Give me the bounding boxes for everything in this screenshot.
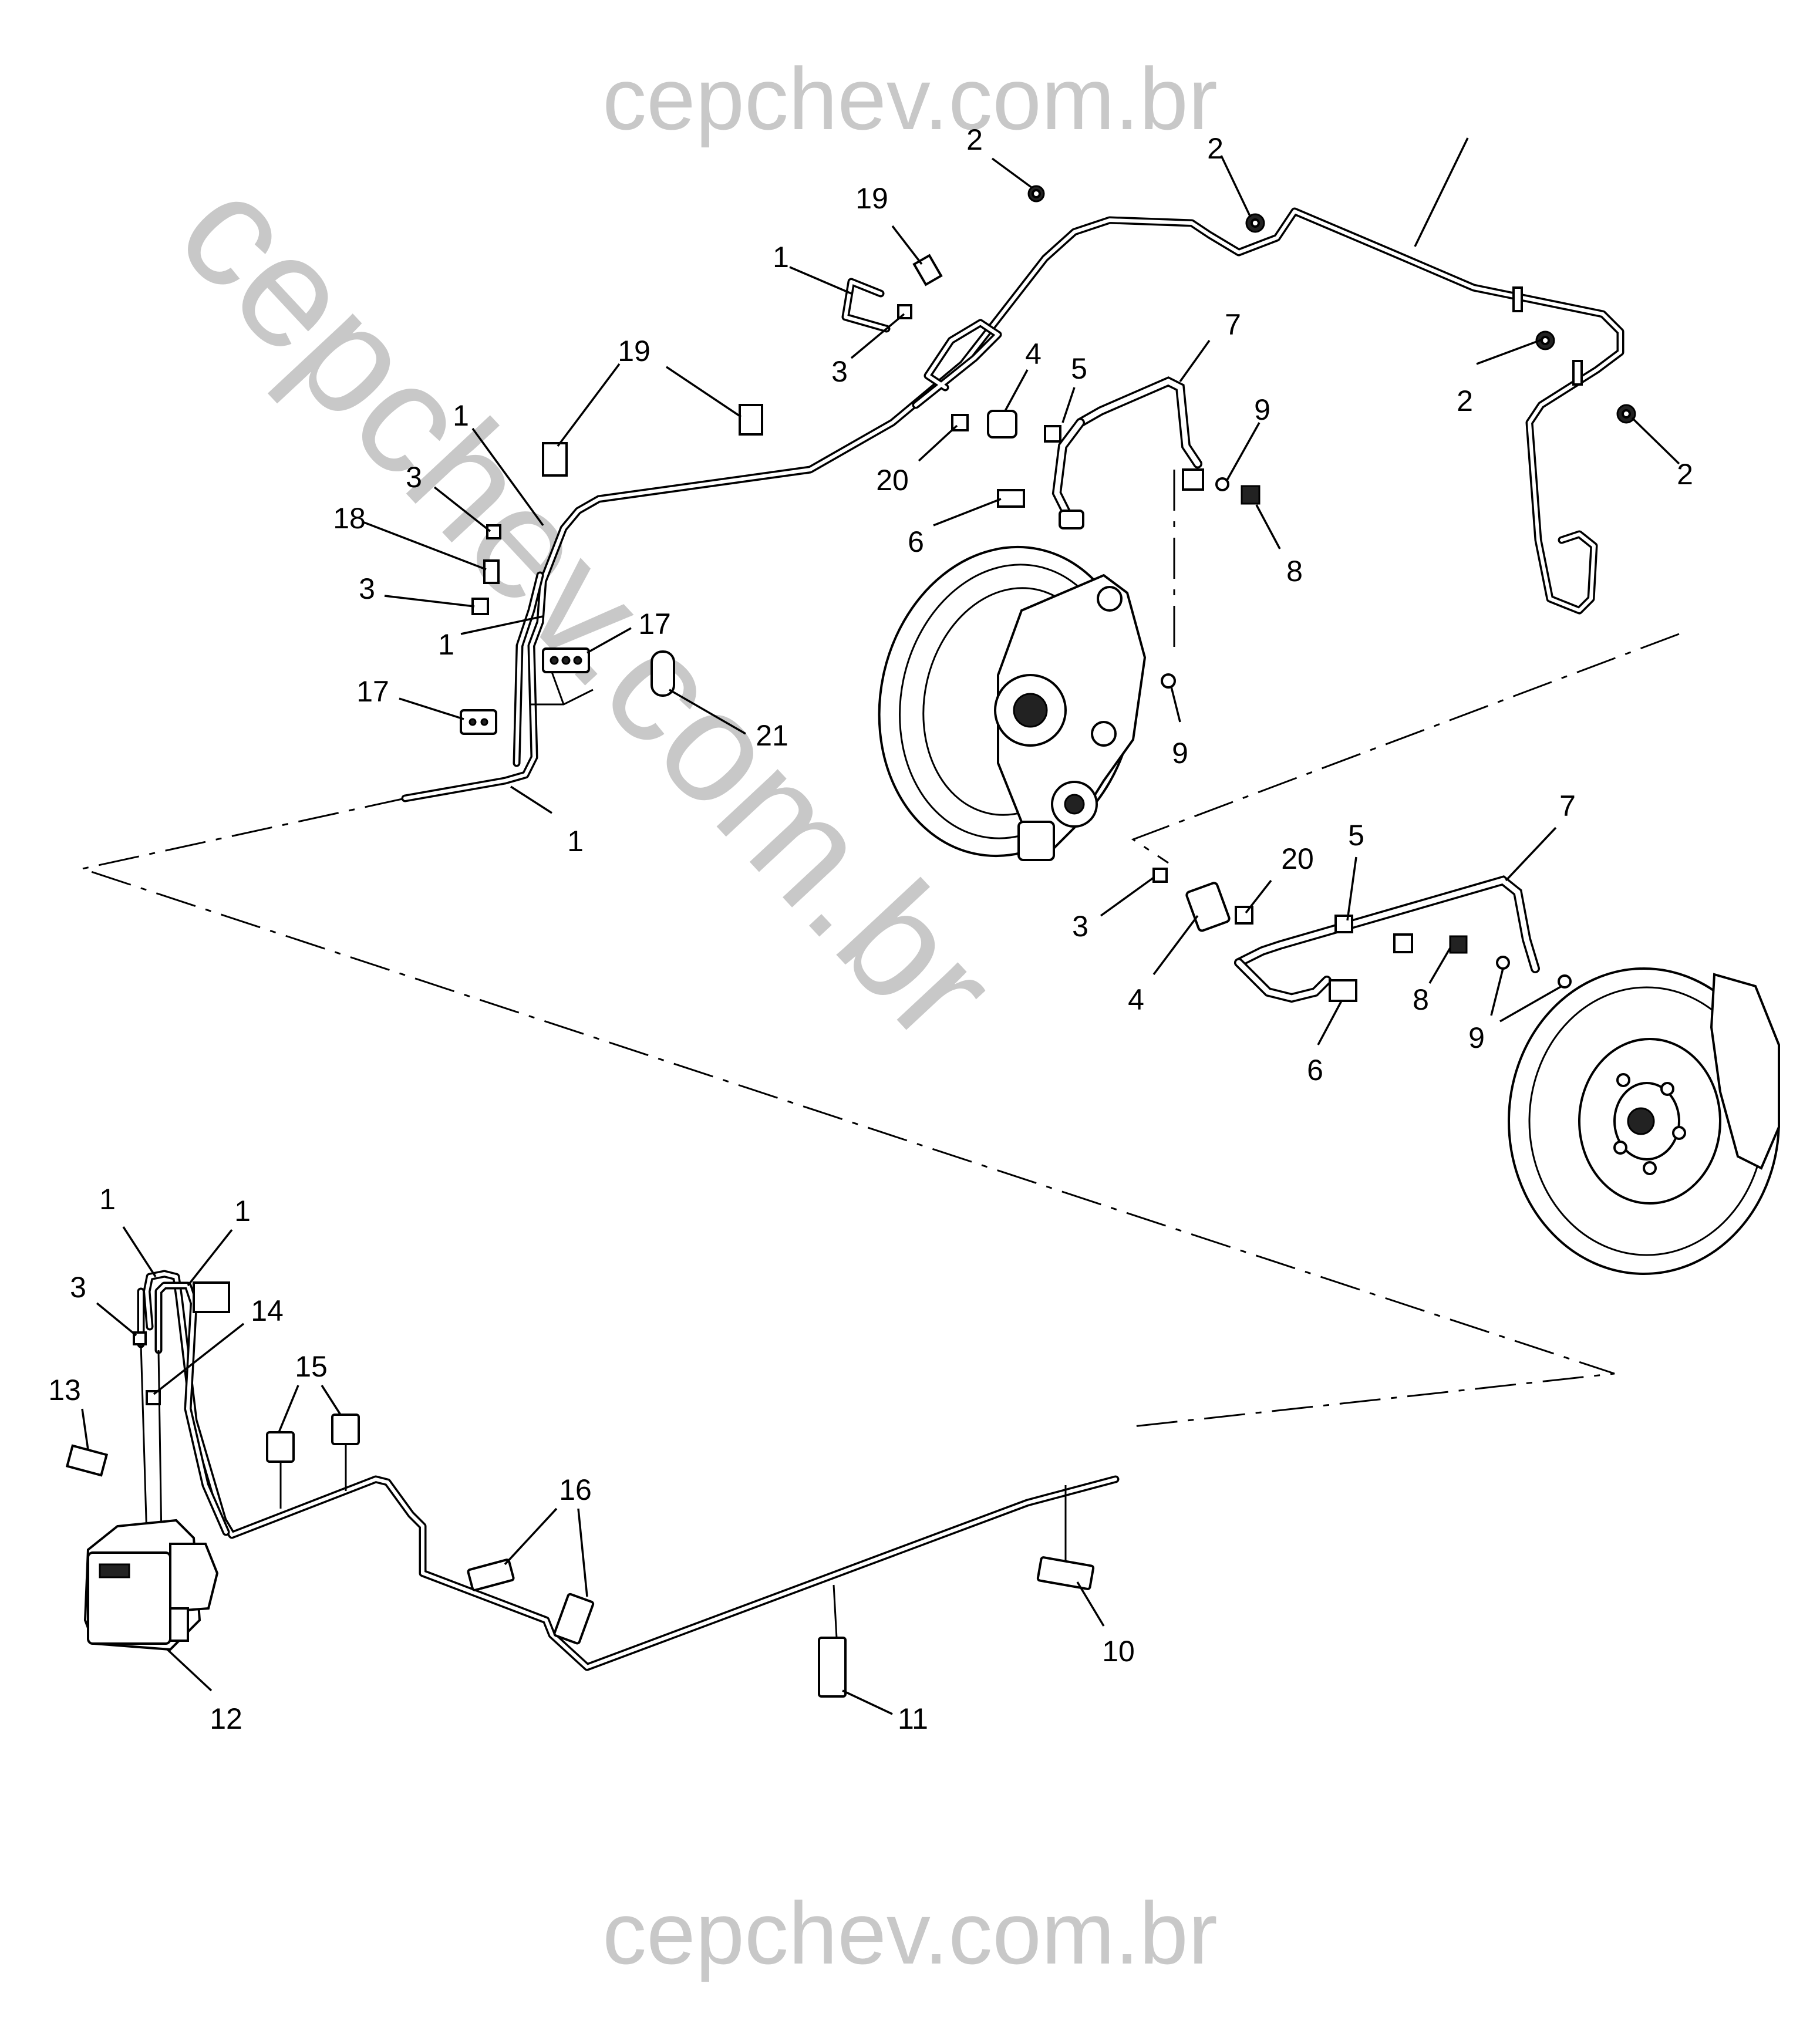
callout-8: 8: [1413, 983, 1429, 1016]
callout-9: 9: [1172, 737, 1188, 770]
callout-20: 20: [876, 464, 909, 497]
bolt-8-rear: [1241, 485, 1260, 505]
clip-21: [651, 650, 675, 697]
callout-14: 14: [251, 1294, 284, 1327]
callout-7: 7: [1559, 790, 1576, 822]
clip-6-front: [1329, 979, 1357, 1002]
callout-2: 2: [966, 123, 983, 156]
lower-brake-pipe: [137, 1270, 1120, 1671]
callout-10: 10: [1102, 1635, 1135, 1668]
watermark-diagonal: cepchev.com.br: [145, 143, 1030, 1074]
watermark-bottom: cepchev.com.br: [602, 1884, 1218, 1982]
tube-nut-front: [1152, 868, 1168, 883]
tube-nut-3-bottom: [133, 1331, 147, 1345]
callout-3: 3: [406, 461, 422, 494]
bracket-4-rear: [987, 410, 1017, 438]
retainer-11: [818, 1637, 847, 1698]
clip-6-rear: [997, 489, 1025, 508]
retainer-16-right: [553, 1593, 595, 1645]
callout-19: 19: [855, 182, 888, 215]
upper-brake-pipe: [401, 207, 1624, 802]
callout-20: 20: [1281, 842, 1314, 875]
retainer-15-left: [266, 1431, 295, 1463]
callout-12: 12: [210, 1702, 242, 1735]
callout-5: 5: [1071, 352, 1087, 385]
pipe-clip-19-center: [739, 404, 763, 436]
bolt-20-front: [1235, 906, 1253, 925]
callout-1: 1: [99, 1183, 116, 1216]
bracket-rear: [1182, 468, 1204, 491]
callout-13: 13: [48, 1374, 81, 1406]
callout-4: 4: [1025, 338, 1042, 370]
callout-5: 5: [1348, 819, 1364, 852]
callout-6: 6: [1307, 1054, 1323, 1087]
rear-rotor-knuckle: [878, 545, 1147, 861]
retainer-17-lower: [460, 709, 497, 735]
front-rotor: [1508, 967, 1780, 1275]
callout-17: 17: [638, 608, 671, 640]
callout-4: 4: [1128, 983, 1144, 1016]
lower-parts: [65, 1331, 1095, 1698]
callout-16: 16: [559, 1473, 592, 1506]
callout-7: 7: [1225, 308, 1241, 341]
fitting-14: [146, 1390, 161, 1405]
bracket-13: [65, 1444, 109, 1477]
callout-3: 3: [1072, 910, 1088, 943]
abs-module-12: [83, 1519, 219, 1651]
watermark-top: cepchev.com.br: [602, 49, 1218, 148]
rear-hose-assembly: [951, 376, 1260, 689]
front-hose-assembly: [1152, 868, 1572, 1003]
bracket-front: [1393, 933, 1413, 953]
location-dash-lines: [79, 470, 1680, 1428]
callout-11: 11: [898, 1702, 928, 1735]
pipe-clip-19-left: [542, 442, 568, 477]
bracket-4-front: [1185, 882, 1231, 932]
callout-2: 2: [1207, 132, 1224, 165]
tube-nut-upper: [486, 524, 501, 539]
callout-1: 1: [438, 628, 454, 661]
callout-1: 1: [567, 825, 584, 858]
callout-3: 3: [831, 355, 848, 388]
callout-1: 1: [773, 241, 789, 274]
bolt-5-front: [1334, 915, 1353, 933]
adapter-18: [483, 559, 500, 584]
retainer-16-left: [467, 1559, 515, 1591]
callout-2: 2: [1677, 458, 1693, 491]
callout-numbers: 1 3 18 3 1 17 17 21 1 19 19 1 3 2 4 5 20…: [48, 123, 1693, 1735]
callout-3: 3: [70, 1271, 86, 1304]
retainer-10: [1036, 1556, 1095, 1590]
callout-21: 21: [756, 719, 788, 752]
callout-8: 8: [1286, 555, 1303, 588]
callout-17: 17: [356, 675, 389, 708]
callout-2: 2: [1457, 384, 1473, 417]
callout-1: 1: [453, 399, 469, 432]
callout-19: 19: [618, 335, 651, 367]
callout-15: 15: [295, 1350, 328, 1383]
bolt-5-rear: [1044, 425, 1061, 443]
tube-nut-lower: [471, 598, 489, 615]
leader-lines: [81, 137, 1680, 1715]
callout-9: 9: [1254, 393, 1270, 426]
callout-18: 18: [333, 502, 366, 535]
callout-3: 3: [359, 572, 375, 605]
bolt-8-front: [1449, 935, 1468, 954]
callout-6: 6: [908, 525, 924, 558]
upper-left-parts: [460, 254, 943, 735]
retainer-15-right: [331, 1414, 360, 1445]
upper-right-fasteners: [1027, 185, 1636, 424]
callout-1: 1: [234, 1195, 251, 1227]
callout-9: 9: [1468, 1021, 1485, 1054]
